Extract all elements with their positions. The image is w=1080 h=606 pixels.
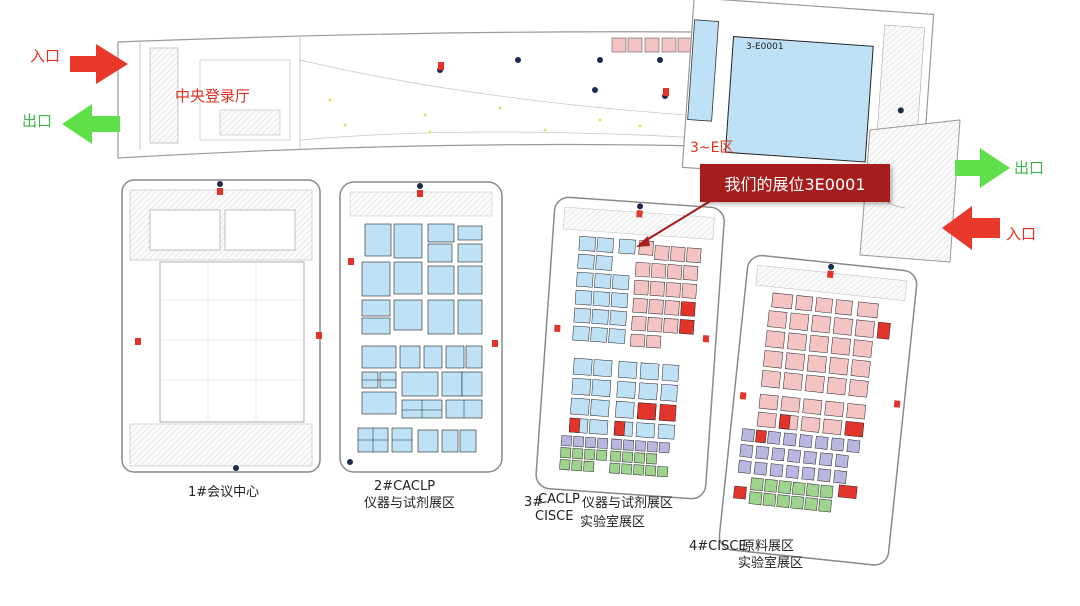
hall-2-booth-dividers [358,379,465,452]
hall-4-zone1: 原料展区 [742,539,795,554]
entrance-label-left: 入口 [30,47,61,65]
corridor-booths [611,37,693,53]
central-lobby-label: 中央登录厅 [175,87,251,105]
exit-arrow-right [955,148,1010,188]
hall-4-green-booths [748,477,834,513]
hall-3-purple-booths [560,435,670,454]
exit-label-right: 出口 [1014,159,1045,177]
hall-1 [121,179,322,473]
hall-2 [339,181,503,473]
our-booth-callout: 我们的展位3E0001 [700,164,890,202]
hall-3-zone1: 仪器与试剂展区 [582,496,674,511]
hall-2-label-line2: 仪器与试剂展区 [364,496,456,511]
hall-3-red-booths [568,301,696,437]
hall-4-pink-booths [756,292,879,436]
right-wing [859,119,961,263]
hall-2-booths [357,223,483,453]
our-booth-callout-text: 我们的展位3E0001 [724,175,866,194]
hall-4-purple-booths [737,428,861,484]
central-corridor [117,31,701,159]
callout-pointer [636,199,713,247]
hall-3 [535,196,725,500]
hall-3-green-booths [559,447,669,478]
hall-4-red-booths [733,321,891,500]
entrance-arrow-right [942,206,1000,250]
zone-3e-label: 3~E区 [690,140,734,156]
hall-3-cisce: CISCE [535,509,574,524]
hall-3-caclp: CACLP [538,492,580,507]
hall-3-zone2: 实验室展区 [580,515,646,530]
hall-3-pink-booths [630,240,702,349]
hall-4-name: 4#CISCE [689,539,747,554]
exit-label-left: 出口 [22,112,53,130]
hall-3-number: 3# [524,495,544,510]
exit-arrow-left [62,104,120,144]
hall-2-label-line1: 2#CACLP [374,479,436,494]
booth-3e0001-label: 3-E0001 [746,42,784,52]
hall-4-zone2: 实验室展区 [738,556,804,571]
hall-4 [718,254,918,566]
entrance-arrow-left [70,44,128,84]
hall-1-label: 1#会议中心 [188,485,260,500]
entrance-label-right: 入口 [1006,225,1037,243]
